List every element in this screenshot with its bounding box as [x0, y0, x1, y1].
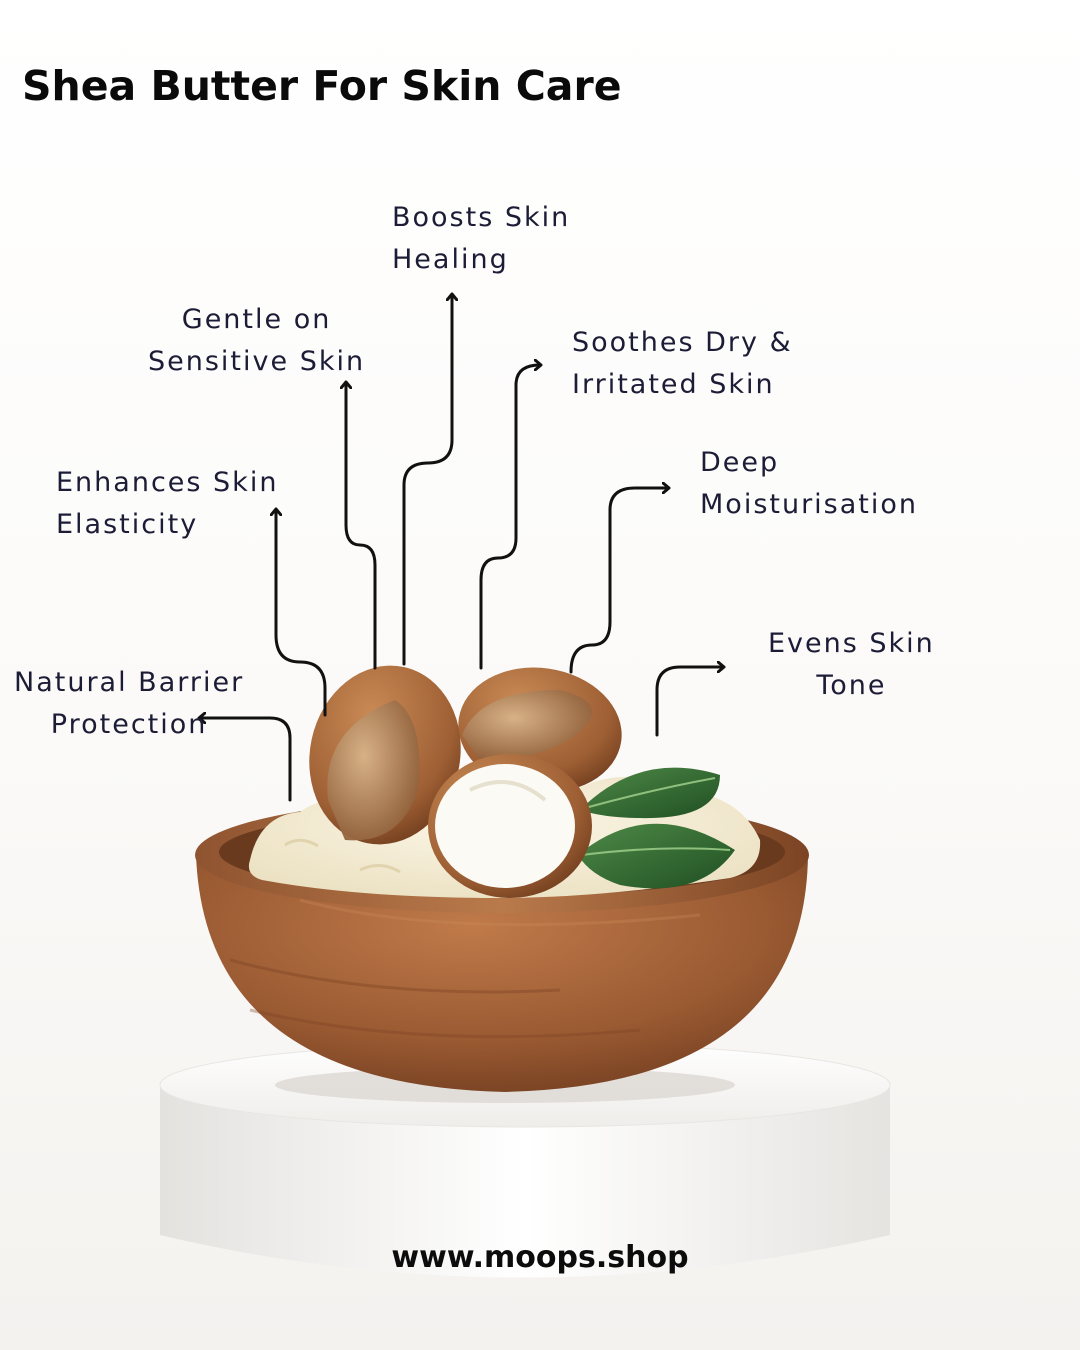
- shea-nut-icon: [309, 665, 622, 898]
- benefit-line: Boosts Skin: [392, 202, 571, 233]
- benefit-enhances-skin-elasticity: Enhances Skin Elasticity: [56, 462, 278, 546]
- website-link[interactable]: www.moops.shop: [391, 1240, 689, 1275]
- arrow-icon: [479, 365, 540, 670]
- arrow-icon: [655, 667, 723, 737]
- benefit-line: Tone: [816, 670, 887, 701]
- leaf-icon: [578, 767, 735, 889]
- benefit-deep-moisturisation: Deep Moisturisation: [700, 442, 918, 526]
- benefit-line: Gentle on: [181, 304, 332, 335]
- benefit-gentle-on-sensitive-skin: Gentle on Sensitive Skin: [148, 299, 365, 383]
- arrow-icon: [200, 718, 292, 802]
- benefit-line: Protection: [50, 709, 208, 740]
- benefit-line: Elasticity: [56, 509, 199, 540]
- arrow-icon: [569, 488, 668, 674]
- benefit-boosts-skin-healing: Boosts Skin Healing: [392, 197, 570, 281]
- benefit-line: Evens Skin: [768, 628, 935, 659]
- benefit-line: Soothes Dry &: [572, 327, 793, 358]
- arrow-icon: [346, 383, 377, 670]
- benefit-line: Deep: [700, 447, 780, 478]
- benefit-line: Moisturisation: [700, 489, 919, 520]
- arrow-icon: [402, 295, 452, 666]
- benefit-natural-barrier-protection: Natural Barrier Protection: [14, 662, 244, 746]
- benefit-line: Sensitive Skin: [148, 346, 366, 377]
- benefit-line: Irritated Skin: [572, 369, 775, 400]
- benefit-evens-skin-tone: Evens Skin Tone: [768, 623, 935, 707]
- benefit-line: Natural Barrier: [14, 667, 245, 698]
- page-title: Shea Butter For Skin Care: [22, 62, 622, 110]
- connector-arrows: [200, 295, 723, 802]
- benefit-line: Healing: [392, 244, 509, 275]
- benefit-line: Enhances Skin: [56, 467, 279, 498]
- benefit-soothes-dry-irritated-skin: Soothes Dry & Irritated Skin: [572, 322, 793, 406]
- arrow-icon: [276, 510, 327, 717]
